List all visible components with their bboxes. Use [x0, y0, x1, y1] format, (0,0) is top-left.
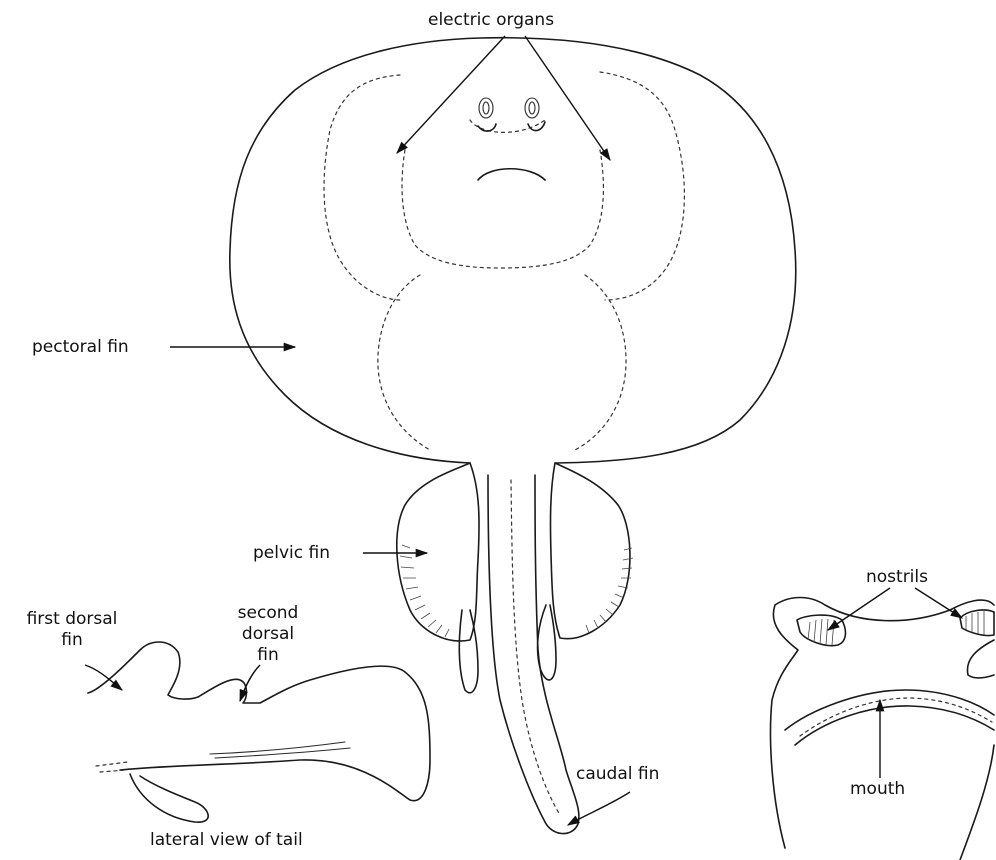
right-electric-organ-outline [600, 72, 684, 300]
label-second-dorsal-fin: second dorsal fin [228, 603, 308, 666]
label-nostrils: nostrils [866, 567, 928, 588]
label-electric-organs: electric organs [428, 10, 554, 31]
label-second-dorsal-fin-line3: fin [228, 645, 308, 666]
mouth-band-inner [795, 706, 994, 745]
left-pelvic-fin [397, 463, 479, 641]
tail-hatching [96, 762, 128, 772]
tail-stripe [210, 742, 345, 754]
label-first-dorsal-fin-line2: fin [8, 630, 136, 651]
mouth-curve [478, 169, 545, 180]
mouth-band-stipple [800, 698, 992, 736]
left-electric-organ-outline [324, 75, 400, 300]
label-lateral-view-of-tail: lateral view of tail [150, 830, 303, 851]
label-pectoral-fin: pectoral fin [32, 337, 129, 358]
arrow-first-dorsal-fin [85, 665, 122, 690]
body-outline-right [575, 275, 626, 450]
arrow-electric-organs-left [397, 36, 505, 153]
eye-icon [525, 98, 545, 131]
arrow-nostrils-left [828, 588, 890, 630]
mouth-band [785, 690, 994, 730]
head-outline [402, 150, 603, 268]
label-mouth: mouth [850, 779, 905, 800]
label-second-dorsal-fin-line1: second [228, 603, 308, 624]
tail-lateral-view [88, 642, 430, 822]
eye-icon [478, 98, 496, 131]
label-first-dorsal-fin: first dorsal fin [8, 609, 136, 651]
label-second-dorsal-fin-line2: dorsal [228, 624, 308, 645]
right-nostril-icon [960, 610, 994, 636]
label-first-dorsal-fin-line1: first dorsal [8, 609, 136, 630]
label-pelvic-fin: pelvic fin [253, 543, 330, 564]
arrow-electric-organs-right [525, 36, 610, 160]
right-pelvic-fin [550, 463, 629, 639]
label-caudal-fin: caudal fin [576, 764, 659, 785]
tail [488, 475, 579, 834]
mouth-detail-outline [771, 598, 994, 849]
mouth-detail-right [960, 640, 994, 860]
pelvic-fin-hatching [400, 545, 633, 637]
tail-underside [130, 774, 208, 822]
body-outline-left [378, 275, 430, 450]
electric-ray-body [230, 38, 796, 834]
mouth-detail-view [771, 598, 994, 860]
disc-outline [230, 38, 796, 463]
